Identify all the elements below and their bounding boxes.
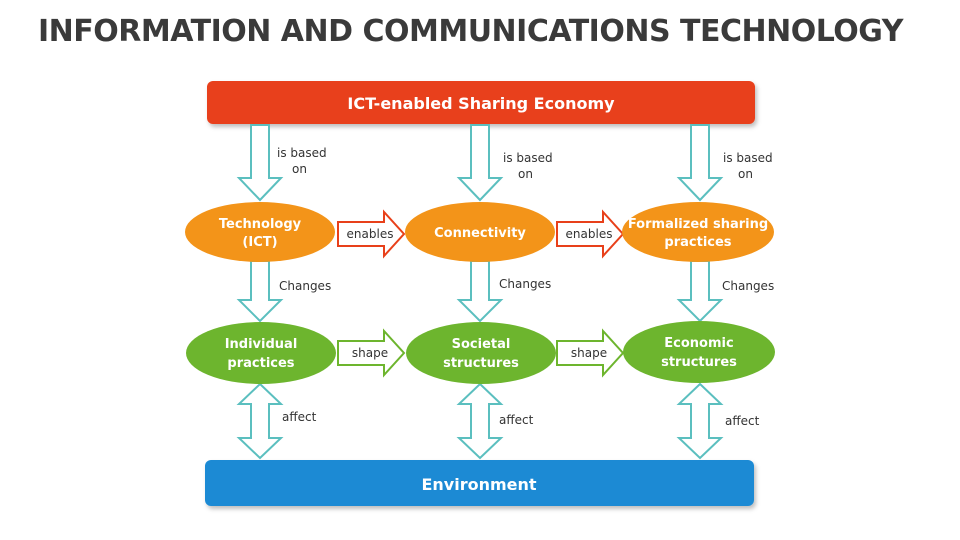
changes-label-2: Changes	[499, 277, 551, 291]
node-societal: Societal structures	[406, 322, 556, 384]
node-technology-line1: Technology	[219, 217, 302, 232]
double-arrow-icon	[456, 382, 504, 460]
changes-label-1: Changes	[279, 279, 331, 293]
node-societal-line2: structures	[443, 356, 519, 371]
node-societal-line1: Societal	[452, 337, 511, 352]
on-label-1: on	[292, 162, 307, 176]
bottom-banner-label: Environment	[421, 475, 536, 494]
node-connectivity-line1: Connectivity	[434, 226, 526, 241]
node-economic-line1: Economic	[664, 336, 733, 351]
down-arrow-icon	[236, 260, 284, 323]
shape-label-2: shape	[571, 346, 607, 360]
node-individual-line2: practices	[227, 356, 294, 371]
node-technology: Technology (ICT)	[185, 202, 335, 262]
down-arrow-icon	[456, 260, 504, 323]
top-banner-label: ICT-enabled Sharing Economy	[347, 94, 615, 113]
node-connectivity-shape	[405, 202, 555, 262]
node-individual: Individual practices	[186, 322, 336, 384]
is-based-label-3: is based	[723, 151, 773, 165]
node-individual-shape	[186, 322, 336, 384]
bottom-banner-background	[205, 460, 754, 506]
down-arrow-icon	[456, 124, 504, 202]
node-economic-line2: structures	[661, 355, 737, 370]
is-based-label-1: is based	[277, 146, 327, 160]
node-technology-shape	[185, 202, 335, 262]
double-arrow-icon	[236, 382, 284, 460]
node-connectivity: Connectivity	[405, 202, 555, 262]
node-formalized-shape	[622, 202, 774, 262]
enables-label-1: enables	[347, 227, 394, 241]
affect-label-2: affect	[499, 413, 534, 427]
top-banner-background	[207, 81, 755, 124]
affect-label-3: affect	[725, 414, 760, 428]
affect-label-1: affect	[282, 410, 317, 424]
on-label-3: on	[738, 167, 753, 181]
changes-label-3: Changes	[722, 279, 774, 293]
node-formalized-line1: Formalized sharing	[628, 217, 768, 232]
node-economic: Economic structures	[623, 321, 775, 383]
node-technology-line2: (ICT)	[242, 235, 277, 250]
page-title: INFORMATION AND COMMUNICATIONS TECHNOLOG…	[38, 14, 903, 49]
shape-label-1: shape	[352, 346, 388, 360]
on-label-2: on	[518, 167, 533, 181]
right-arrow-icon	[556, 209, 625, 259]
right-arrow-icon	[337, 209, 406, 259]
top-banner: ICT-enabled Sharing Economy	[207, 81, 755, 124]
right-arrow-icon	[556, 328, 625, 378]
double-arrow-icon	[676, 382, 724, 460]
down-arrow-icon	[676, 260, 724, 323]
node-formalized: Formalized sharing practices	[622, 202, 774, 262]
bottom-banner: Environment	[205, 460, 754, 506]
is-based-label-2: is based	[503, 151, 553, 165]
node-individual-line1: Individual	[225, 337, 298, 352]
node-economic-shape	[623, 321, 775, 383]
down-arrow-icon	[676, 124, 724, 202]
down-arrow-icon	[236, 124, 284, 202]
right-arrow-icon	[337, 328, 406, 378]
enables-label-2: enables	[566, 227, 613, 241]
node-formalized-line2: practices	[664, 235, 731, 250]
node-societal-shape	[406, 322, 556, 384]
